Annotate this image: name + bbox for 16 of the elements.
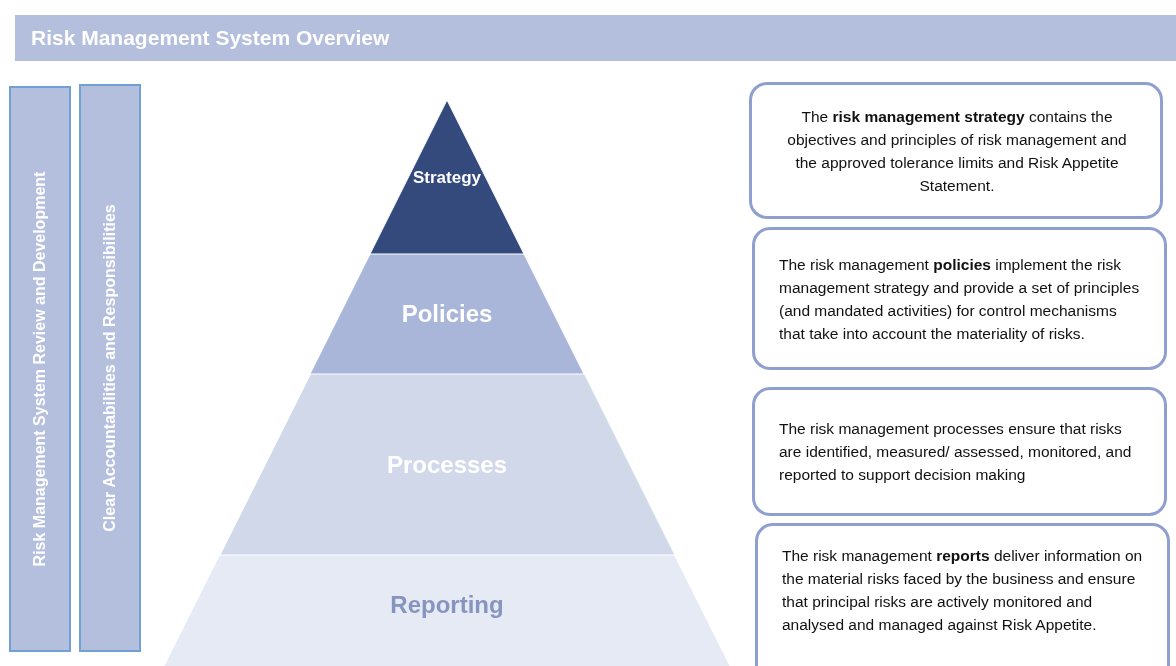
banner-label: Clear Accountabilities and Responsibilities <box>101 204 119 532</box>
description-card <box>749 82 1163 219</box>
tier-label: Policies <box>401 300 493 328</box>
side-banner <box>79 84 141 652</box>
description-card <box>752 387 1167 516</box>
description-text: The risk management processes ensure that risks are identified, measured/ assessed, monitored, and reported to support decision making <box>779 419 1133 485</box>
description-card <box>755 523 1170 666</box>
description-text: The risk management policies implement the risk management strategy and provide a set of principles (and mandated activities) for control mechanisms that take into account the materiality of risks. <box>779 254 1141 344</box>
tier-label: Reporting <box>390 591 504 619</box>
banner-label: Risk Management System Review and Development <box>31 171 49 567</box>
tier-label: Strategy <box>413 168 481 188</box>
title-banner: Risk Management System Overview <box>15 15 1176 61</box>
side-banner <box>9 86 71 652</box>
description-text: The risk management reports deliver information on the material risks faced by the business and ensure that principal risks are actively monitored and analysed and managed against Risk Appetite. <box>782 546 1144 635</box>
description-text: The risk management strategy contains the objectives and principles of risk management and the approved tolerance limits and Risk Appetite Statement. <box>786 106 1128 196</box>
description-card <box>752 227 1167 370</box>
